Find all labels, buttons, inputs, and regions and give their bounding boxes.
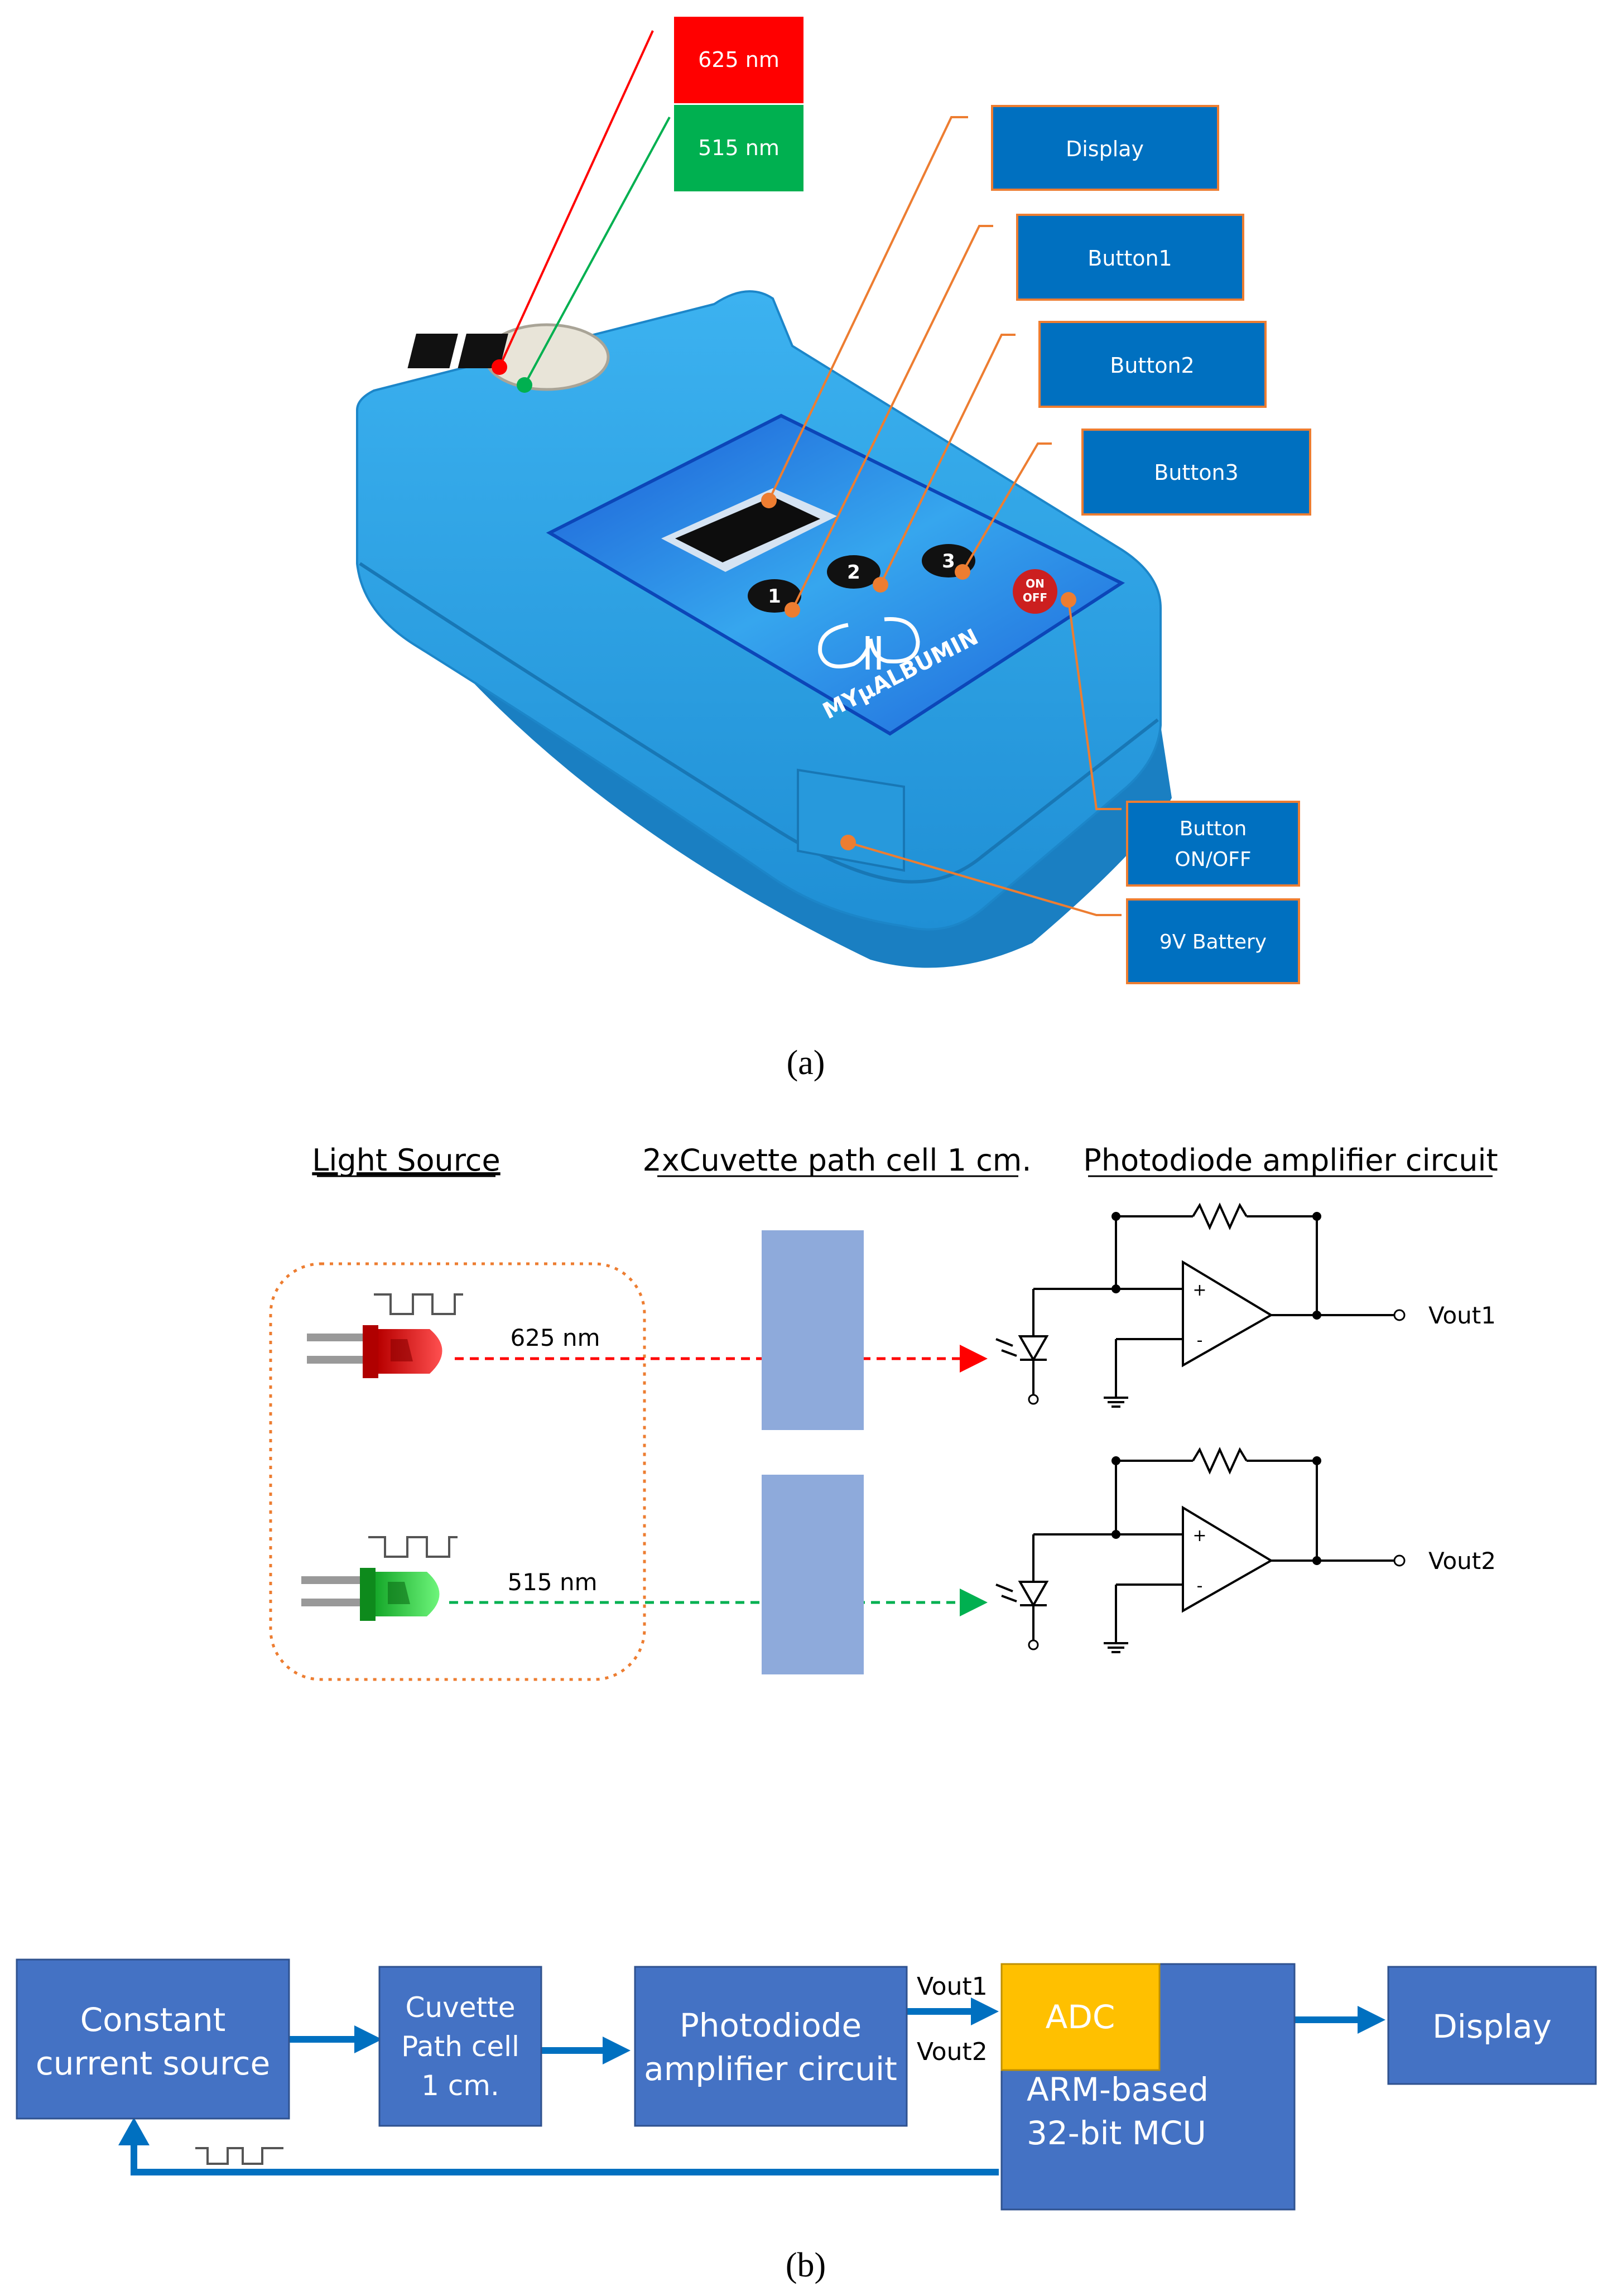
vout1-label: Vout1: [1428, 1302, 1496, 1329]
callout-display: Display: [991, 105, 1219, 191]
caption-b: (b): [786, 2246, 826, 2284]
circuit-1-nodes: [1028, 1212, 1406, 1405]
leader-onoff: [1067, 599, 1122, 810]
heading-photodiode: Photodiode amplifier circuit: [1083, 1143, 1498, 1178]
block-photodiode: Photodiode amplifier circuit: [634, 1966, 908, 2127]
kidney-logo-icon: [818, 617, 920, 670]
caption-a: (a): [787, 1044, 825, 1082]
circuit-2-nodes: [1028, 1456, 1406, 1650]
circuit-2-plus: +: [1192, 1526, 1206, 1546]
block-diagram: Constant current source Cuvette Path cel…: [16, 1958, 1597, 2284]
cuvette-slot-green: [458, 334, 508, 368]
callout-display-text: Display: [1066, 137, 1144, 161]
block-mcu-line2: 32-bit MCU: [1027, 2114, 1206, 2152]
block-cuvette-line1: Cuvette: [406, 1991, 516, 2024]
dot-625: [492, 359, 507, 375]
block-display: Display: [1387, 1966, 1597, 2085]
red-led-icon: [307, 1325, 442, 1378]
cuvette-top: [762, 1230, 864, 1430]
leader-button3: [961, 442, 1052, 573]
leader-button1: [791, 225, 993, 610]
device-onoff-on: ON: [1026, 577, 1045, 590]
callout-onoff-text-2: ON/OFF: [1175, 848, 1251, 871]
block-constant-current: Constant current source: [16, 1958, 290, 2120]
callout-battery: 9V Battery: [1126, 898, 1300, 984]
callout-dots: [492, 359, 1076, 850]
callout-button2: Button2: [1038, 321, 1267, 408]
callout-battery-text: 9V Battery: [1159, 931, 1267, 954]
vout2-label: Vout2: [1428, 1547, 1496, 1575]
block-mcu-line1: ARM-based: [1027, 2071, 1209, 2109]
leader-625: [498, 30, 654, 368]
green-led-icon: [301, 1568, 440, 1621]
block-photodiode-line1: Photodiode: [680, 2006, 862, 2044]
heading-cuvette: 2xCuvette path cell 1 cm.: [642, 1143, 1031, 1178]
block-vout2: Vout2: [917, 2038, 988, 2066]
leader-button2: [879, 334, 1016, 585]
device-seam: [359, 562, 1159, 884]
cuvette-bottom: [762, 1475, 864, 1674]
callout-button1: Button1: [1016, 214, 1244, 301]
block-adc-label: ADC: [1046, 1998, 1115, 2036]
callout-leaders: [498, 30, 1122, 916]
callout-625-text: 625 nm: [698, 47, 779, 72]
red-wavelength: 625 nm: [510, 1324, 600, 1351]
pulse-icon-green: [368, 1536, 458, 1558]
block-vout1: Vout1: [917, 1972, 988, 2001]
block-cuvette-line3: 1 cm.: [421, 2069, 499, 2102]
dot-battery: [840, 835, 856, 850]
callout-button1-text: Button1: [1088, 246, 1172, 271]
dot-button2: [873, 577, 888, 593]
callout-onoff: Button ON/OFF: [1126, 801, 1300, 887]
cuvette-slot-red: [407, 334, 458, 368]
feedback-pulse-icon: [195, 2147, 283, 2165]
pulse-icon-red: [374, 1293, 463, 1315]
callout-625: 625 nm: [674, 17, 803, 103]
callout-button3-text: Button3: [1154, 460, 1238, 485]
device-key-2: [827, 555, 880, 589]
dot-button3: [955, 564, 970, 580]
block-cuvette-line2: Path cell: [401, 2030, 519, 2063]
callout-515-text: 515 nm: [698, 136, 779, 160]
dot-onoff: [1061, 592, 1076, 608]
block-display-label: Display: [1432, 2008, 1552, 2045]
callout-onoff-text-1: Button: [1180, 817, 1247, 840]
green-wavelength: 515 nm: [507, 1568, 597, 1596]
leader-515: [523, 117, 671, 386]
panel-b-optics: Light Source 2xCuvette path cell 1 cm. P…: [269, 1143, 1498, 1681]
leader-display: [768, 116, 968, 501]
amplifier-circuit-2: [995, 1447, 1395, 1653]
callout-515: 515 nm: [674, 105, 803, 191]
leader-battery: [848, 841, 1122, 916]
block-constant-line1: Constant: [80, 2001, 226, 2039]
panel-a: 1 2 3 ON OFF MYµALBUMIN: [356, 17, 1311, 1082]
circuit-1-plus: +: [1192, 1281, 1206, 1300]
block-arrows: [118, 1997, 1385, 2175]
dot-515: [517, 377, 532, 393]
dot-button1: [785, 602, 800, 618]
light-source-box: [269, 1262, 646, 1681]
circuit-1-minus: -: [1197, 1331, 1203, 1350]
device-screen: [675, 497, 820, 562]
circuit-2-minus: -: [1197, 1576, 1203, 1596]
block-photodiode-line2: amplifier circuit: [644, 2050, 897, 2088]
device-key-3-label: 3: [942, 550, 955, 572]
battery-door: [797, 768, 905, 872]
block-adc: [1000, 1963, 1161, 2071]
block-mcu: ADC ARM-based 32-bit MCU: [1000, 1963, 1296, 2211]
block-constant-line2: current source: [36, 2044, 270, 2082]
device-onoff-key: [1013, 569, 1057, 614]
heading-light-source: Light Source: [312, 1143, 500, 1178]
amplifier-circuit-1: [995, 1202, 1395, 1408]
callout-button2-text: Button2: [1110, 353, 1194, 378]
block-cuvette: Cuvette Path cell 1 cm.: [378, 1966, 542, 2127]
device-onoff-off: OFF: [1023, 591, 1047, 604]
device-key-2-label: 2: [847, 561, 860, 584]
device-key-1-label: 1: [768, 585, 781, 608]
dot-display: [761, 493, 777, 508]
callout-button3: Button3: [1081, 429, 1311, 516]
